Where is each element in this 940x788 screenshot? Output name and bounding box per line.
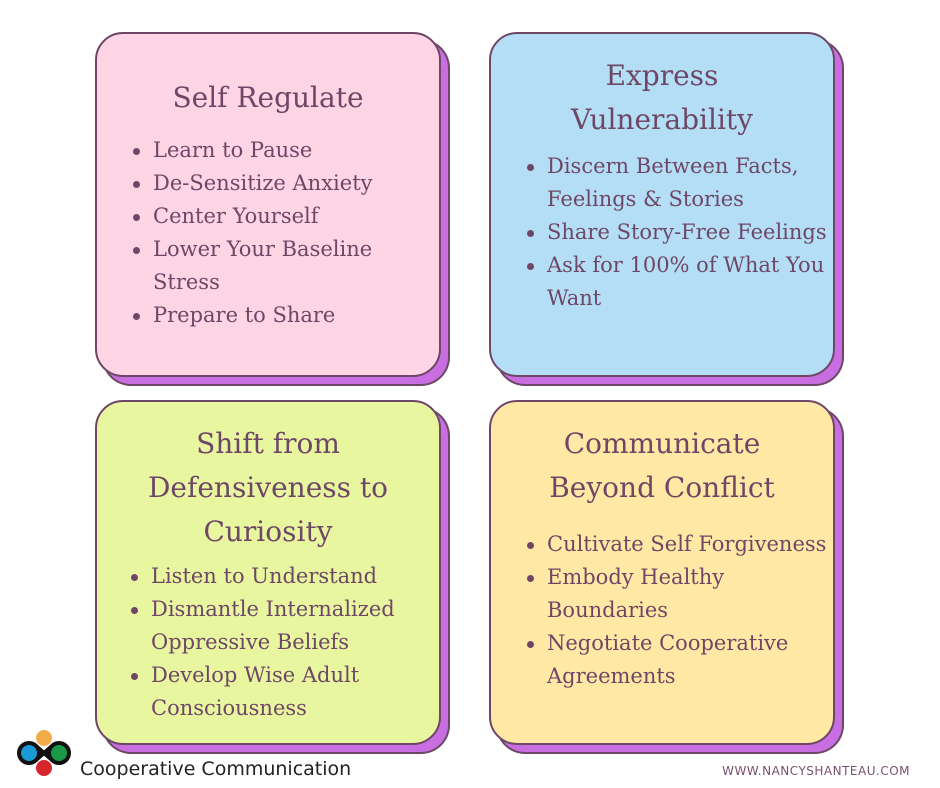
card-communicate-beyond-conflict: Communicate Beyond Conflict Cultivate Se… [489,400,835,745]
list-item: Discern Between Facts, Feelings & Storie… [527,150,833,216]
list-item: Develop Wise Adult Consciousness [131,659,439,725]
list-item: Center Yourself [133,200,439,233]
card-express-vulnerability: Express Vulnerability Discern Between Fa… [489,32,835,377]
card-title: Self Regulate [172,81,364,114]
brand-name: Cooperative Communication [80,758,352,780]
card-title: Shift from Defensiveness to Curiosity [147,427,389,548]
website-url: WWW.NANCYSHANTEAU.COM [722,764,910,778]
list-item: Share Story-Free Feelings [527,216,833,249]
list-item: Learn to Pause [133,134,439,167]
list-item: Prepare to Share [133,299,439,332]
list-item: Cultivate Self Forgiveness [527,528,833,561]
list-item: Embody Healthy Boundaries [527,561,833,627]
list-item: Negotiate Cooperative Agreements [527,627,833,693]
list-item: Listen to Understand [131,560,439,593]
list-item: De-Sensitize Anxiety [133,167,439,200]
card-title: Communicate Beyond Conflict [549,427,775,504]
list-item: Ask for 100% of What You Want [527,249,833,315]
logo-icon [17,728,71,778]
card-title: Express Vulnerability [571,59,753,136]
card-shift-defensiveness: Shift from Defensiveness to Curiosity Li… [95,400,441,745]
list-item: Lower Your Baseline Stress [133,233,439,299]
list-item: Dismantle Internalized Oppressive Belief… [131,593,439,659]
